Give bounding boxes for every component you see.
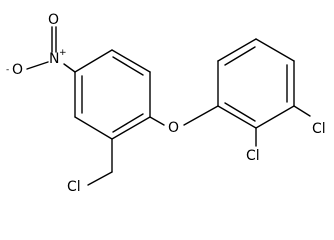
- ring-right-double-3: [224, 102, 256, 122]
- ring-right-bond-1: [217, 38, 257, 62]
- nitro-nitrogen-label: N: [49, 51, 59, 67]
- ring-left-bond-6: [74, 49, 113, 73]
- chloromethyl-group: Cl: [67, 138, 113, 195]
- ring-left-bond-3: [111, 116, 151, 140]
- chlorine-bottom-label: Cl: [246, 148, 260, 164]
- c-n-bond: [63, 63, 76, 73]
- ring-right-bond-4: [255, 105, 295, 129]
- ring-left-double-1: [112, 56, 144, 76]
- ch2-cl-bond: [87, 171, 113, 186]
- ring-right-double-1: [224, 46, 256, 66]
- nitro-oxygen-left-label: O: [12, 62, 23, 78]
- chloromethyl-chlorine-label: Cl: [67, 179, 81, 195]
- benzene-ring-right: [217, 38, 295, 129]
- nitro-oxygen-top-label: O: [48, 12, 59, 28]
- ether-bridge: O: [149, 105, 219, 136]
- ether-oxygen-label: O: [168, 120, 179, 136]
- ring-cl-right-bond: [293, 105, 311, 117]
- ring-right-bond-2: [255, 38, 295, 62]
- chloro-substituents: Cl Cl: [246, 105, 326, 164]
- benzene-ring-left: [74, 49, 151, 140]
- n-o-single-bond: [26, 61, 49, 70]
- nitro-group: N + O O -: [6, 12, 76, 78]
- nitro-nitrogen-charge: +: [59, 48, 67, 58]
- ring-right-bond-5: [217, 105, 257, 129]
- nitro-oxygen-minus: -: [6, 65, 9, 75]
- chlorine-right-label: Cl: [312, 121, 326, 137]
- o-ring-right-bond: [183, 105, 219, 126]
- chemical-structure-diagram: N + O O - Cl O Cl Cl: [6, 12, 326, 195]
- ring-left-double-2: [112, 113, 144, 133]
- ring-left-bond-1: [111, 49, 151, 73]
- ring-left-o-bond: [149, 116, 165, 126]
- ring-left-bond-4: [74, 116, 113, 140]
